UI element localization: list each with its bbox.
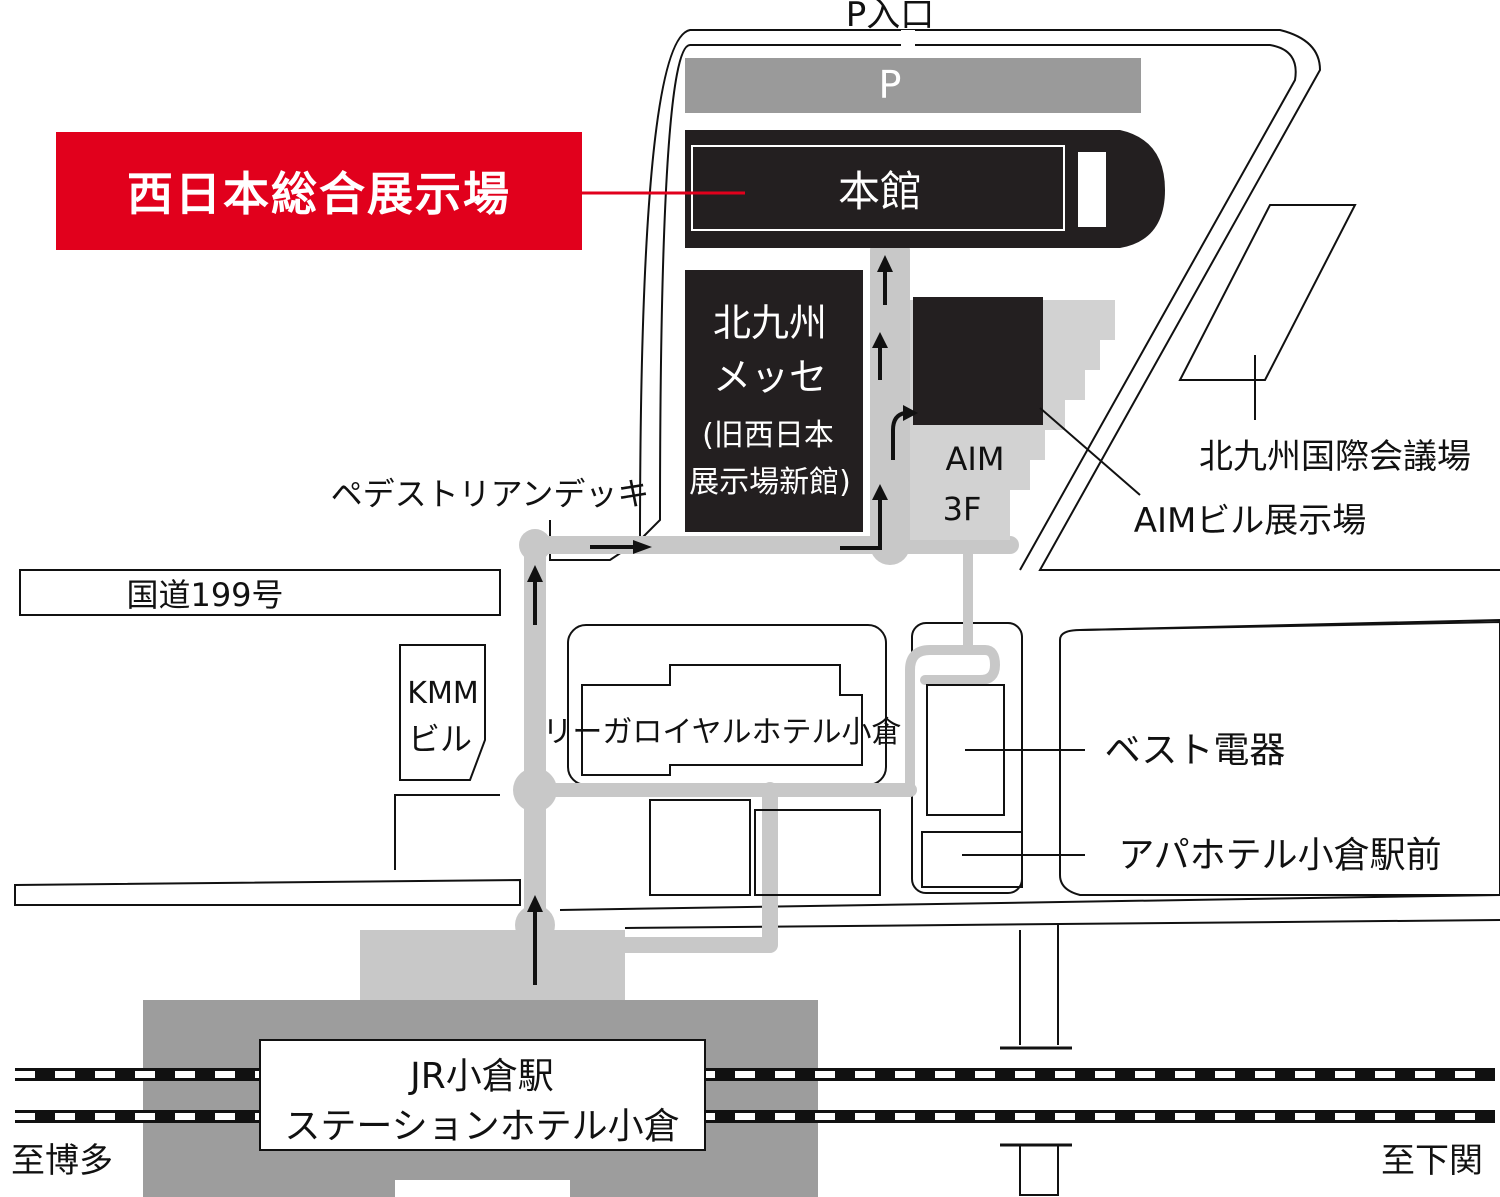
block-hotel [567,624,887,786]
venue-title: 西日本総合展示場 [56,132,582,250]
main-hall-label: 本館 [838,167,922,216]
kmm-label-1: KMM [407,676,478,711]
hotel-building [581,664,863,776]
convention-center [1178,204,1357,381]
main-hall [685,130,1165,248]
hotel-label: リーガロイヤルホテル小倉 [542,715,901,750]
bic-label: ベスト電器 [1105,730,1286,771]
messe-label-2: メッセ [713,355,827,399]
deck-label: ペデストリアンデッキ [331,475,650,513]
lower-road [14,878,521,906]
route-arrows [527,255,918,985]
convention-label: 北九州国際会議場 [1199,437,1471,477]
parking-entrance-label: P入口 [846,0,935,35]
apa-building [921,831,1023,888]
messe-label-1: 北九州 [713,301,827,345]
outer-road-outline [549,29,1500,571]
messe-label-3: (旧西日本 [702,418,834,453]
aim-label-2: 3F [943,490,982,528]
parking-area [685,58,1141,113]
aim-label-1: AIM [946,440,1005,478]
to-shimonoseki-label: 至下関 [1381,1141,1483,1181]
to-hakata-label: 至博多 [11,1141,113,1181]
messe-building [685,270,863,532]
block-kmm [399,644,486,781]
deck-node [519,529,551,561]
messe-label-4: 展示場新館) [689,465,851,500]
aim-building-label: AIMビル展示場 [1134,501,1367,541]
building-lower-mid [754,809,881,896]
walking-route [524,230,1019,953]
station-concourse [360,930,625,1000]
station-label-1: JR小倉駅 [408,1056,554,1097]
crossing-node [513,768,557,812]
parking-label: P [879,63,902,107]
block-lower-mid [649,799,751,896]
station-label-box [259,1039,706,1151]
block-left-lower [395,780,505,795]
route-199-road [19,569,501,616]
apa-label: アパホテル小倉駅前 [1118,835,1441,876]
aim-building [913,297,1043,425]
block-right-east [1059,620,1500,896]
inner-road-outline [639,44,1297,571]
kmm-label-2: ビル [408,720,472,758]
route-199-label: 国道199号 [126,576,283,614]
block-right-tall [911,622,1023,894]
station-label-2: ステーションホテル小倉 [284,1106,679,1147]
